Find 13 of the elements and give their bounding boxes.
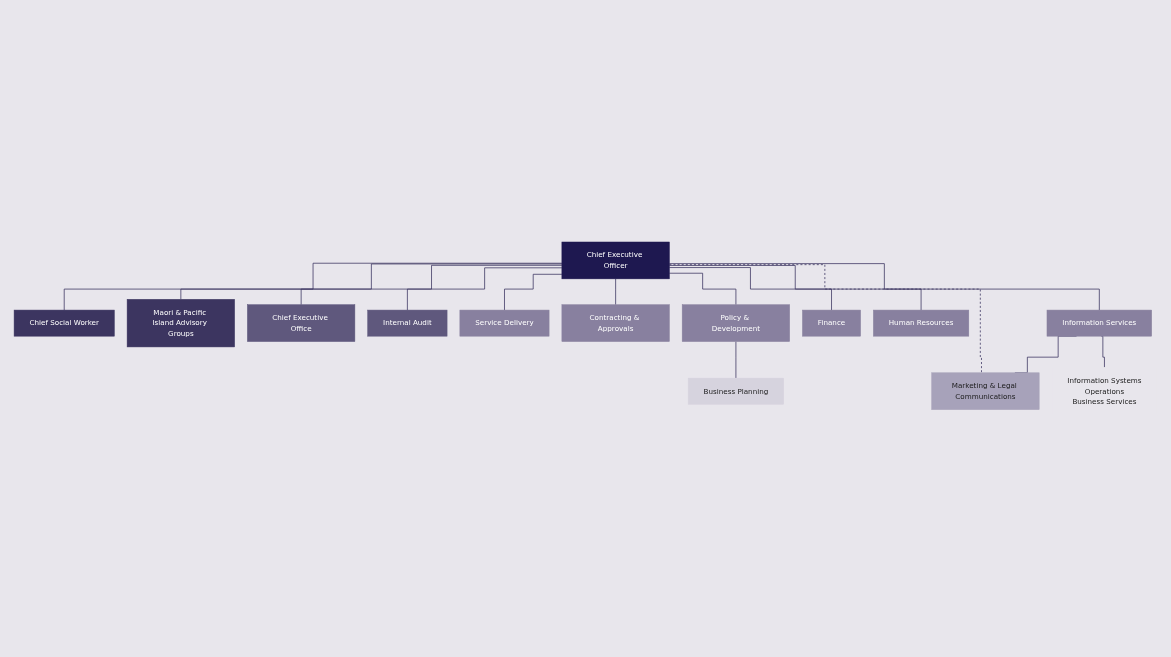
connector (1100, 335, 1105, 368)
connector (669, 265, 922, 311)
connector (504, 273, 563, 311)
connector (669, 264, 984, 374)
connector (615, 278, 616, 306)
connector (63, 262, 563, 311)
connector (180, 263, 563, 300)
connector (735, 341, 737, 379)
connector (669, 272, 737, 306)
connector (669, 267, 832, 311)
connector (300, 264, 563, 306)
connector (407, 267, 563, 311)
connector (669, 263, 1100, 311)
